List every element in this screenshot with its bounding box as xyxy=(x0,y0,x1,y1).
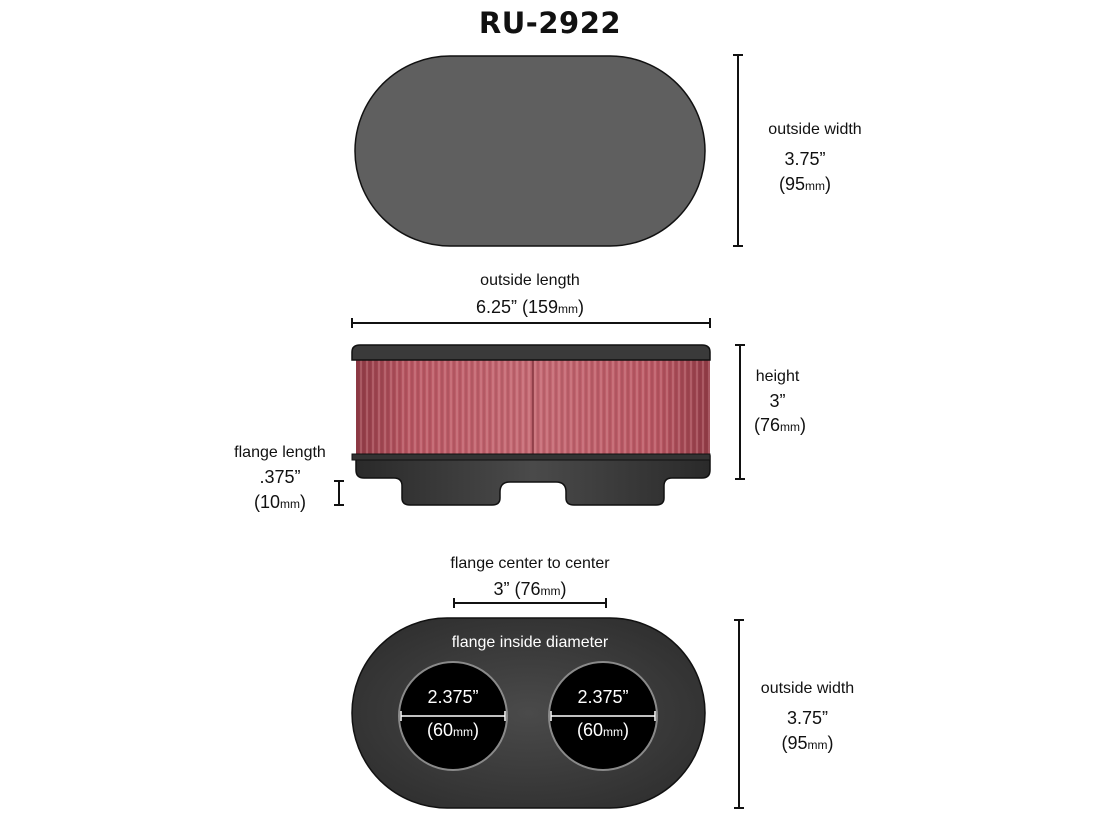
flange-length-mm: (10mm) xyxy=(253,492,306,512)
height-mm: (76mm) xyxy=(753,415,806,435)
center-to-center-label: flange center to center xyxy=(450,555,610,572)
flange-length-label: flange length xyxy=(234,444,326,461)
top-width-dimension-line xyxy=(733,54,743,247)
left-diameter-inches: 2.375” xyxy=(427,687,479,707)
right-diameter-inches: 2.375” xyxy=(577,687,629,707)
left-diameter-mm: (60mm) xyxy=(426,720,479,740)
side-view-filter xyxy=(351,344,711,506)
top-cap-band xyxy=(351,344,711,361)
bottom-width-inches: 3.75” xyxy=(786,708,829,728)
right-diameter-mm: (60mm) xyxy=(576,720,629,740)
height-dimension-line xyxy=(735,344,745,480)
bottom-width-label: outside width xyxy=(760,680,855,697)
bottom-width-dimension-line xyxy=(734,619,744,809)
height-inches: 3” xyxy=(769,391,786,411)
base-flange-shape xyxy=(355,455,711,506)
height-label: height xyxy=(755,368,800,385)
center-to-center-dimension-line xyxy=(453,598,607,608)
bottom-width-mm: (95mm) xyxy=(781,733,834,753)
length-label: outside length xyxy=(480,272,580,289)
inside-diameter-label: flange inside diameter xyxy=(451,634,609,651)
center-to-center-value: 3” (76mm) xyxy=(493,579,567,599)
flange-length-dimension-line xyxy=(334,480,344,506)
length-value: 6.25” (159mm) xyxy=(475,297,585,317)
top-width-label: outside width xyxy=(768,121,862,138)
flange-length-inches: .375” xyxy=(259,467,301,487)
part-number-title: RU-2922 xyxy=(478,6,622,40)
top-cap-shape xyxy=(354,55,706,247)
top-width-mm: (95mm) xyxy=(778,174,831,194)
top-width-inches: 3.75” xyxy=(784,149,826,169)
length-dimension-line xyxy=(351,318,711,328)
left-diameter-line xyxy=(400,711,506,721)
right-diameter-line xyxy=(550,711,656,721)
